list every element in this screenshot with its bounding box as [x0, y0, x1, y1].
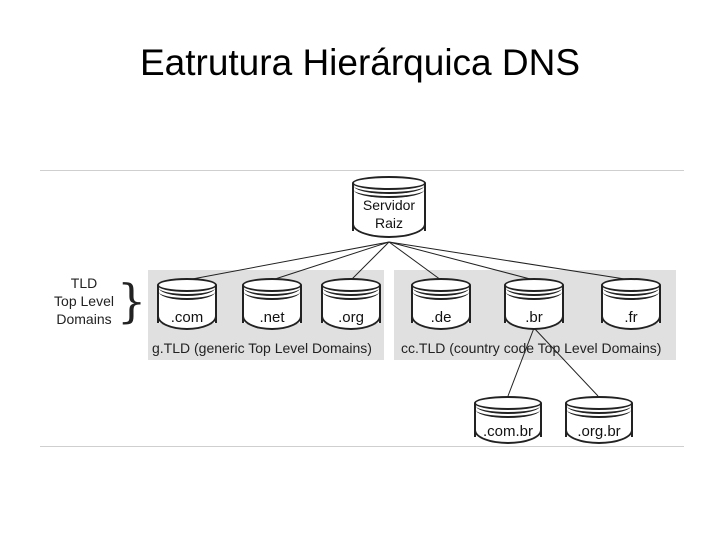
dns-diagram: Servidor Raiz TLD Top Level Domains } .c…	[40, 170, 684, 448]
domain-node-com: .com	[157, 278, 217, 330]
domain-node-fr: .fr	[601, 278, 661, 330]
tld-label-line2: Top Level	[54, 293, 114, 309]
top-divider	[40, 170, 684, 171]
connector-lines	[186, 241, 632, 397]
cctld-caption: cc.TLD (country code Top Level Domains)	[401, 340, 662, 356]
link-root-com	[186, 241, 390, 281]
bottom-divider	[40, 446, 684, 447]
brace-icon: }	[117, 274, 147, 328]
link-root-org	[350, 241, 390, 281]
page-title: Eatrutura Hierárquica DNS	[139, 42, 581, 83]
link-br-combr	[507, 327, 535, 397]
domain-label: .com.br	[482, 423, 533, 440]
domain-label: .net	[259, 309, 285, 326]
domain-label: .com	[170, 309, 204, 326]
tld-label-line1: TLD	[70, 275, 98, 291]
domain-node-com-br: .com.br	[474, 396, 542, 444]
domain-node-net: .net	[242, 278, 302, 330]
gtld-caption: g.TLD (generic Top Level Domains)	[152, 340, 372, 356]
link-root-de	[388, 241, 442, 281]
root-server-node: Servidor Raiz	[352, 176, 426, 238]
root-label-line2: Raiz	[374, 215, 403, 231]
link-root-br	[388, 241, 535, 281]
domain-node-br: .br	[504, 278, 564, 330]
domain-label: .fr	[624, 309, 638, 326]
link-root-net	[271, 241, 390, 281]
domain-node-org: .org	[321, 278, 381, 330]
domain-label: .org	[338, 309, 364, 326]
domain-node-org-br: .org.br	[565, 396, 633, 444]
domain-node-de: .de	[411, 278, 471, 330]
root-label-line1: Servidor	[362, 197, 416, 213]
link-root-fr	[388, 241, 632, 281]
tld-label: TLD Top Level Domains	[52, 274, 116, 328]
domain-label: .br	[525, 309, 543, 326]
domain-label: .de	[430, 309, 452, 326]
domain-label: .org.br	[577, 423, 621, 440]
link-br-orgbr	[533, 327, 599, 397]
tld-label-line3: Domains	[56, 311, 112, 327]
